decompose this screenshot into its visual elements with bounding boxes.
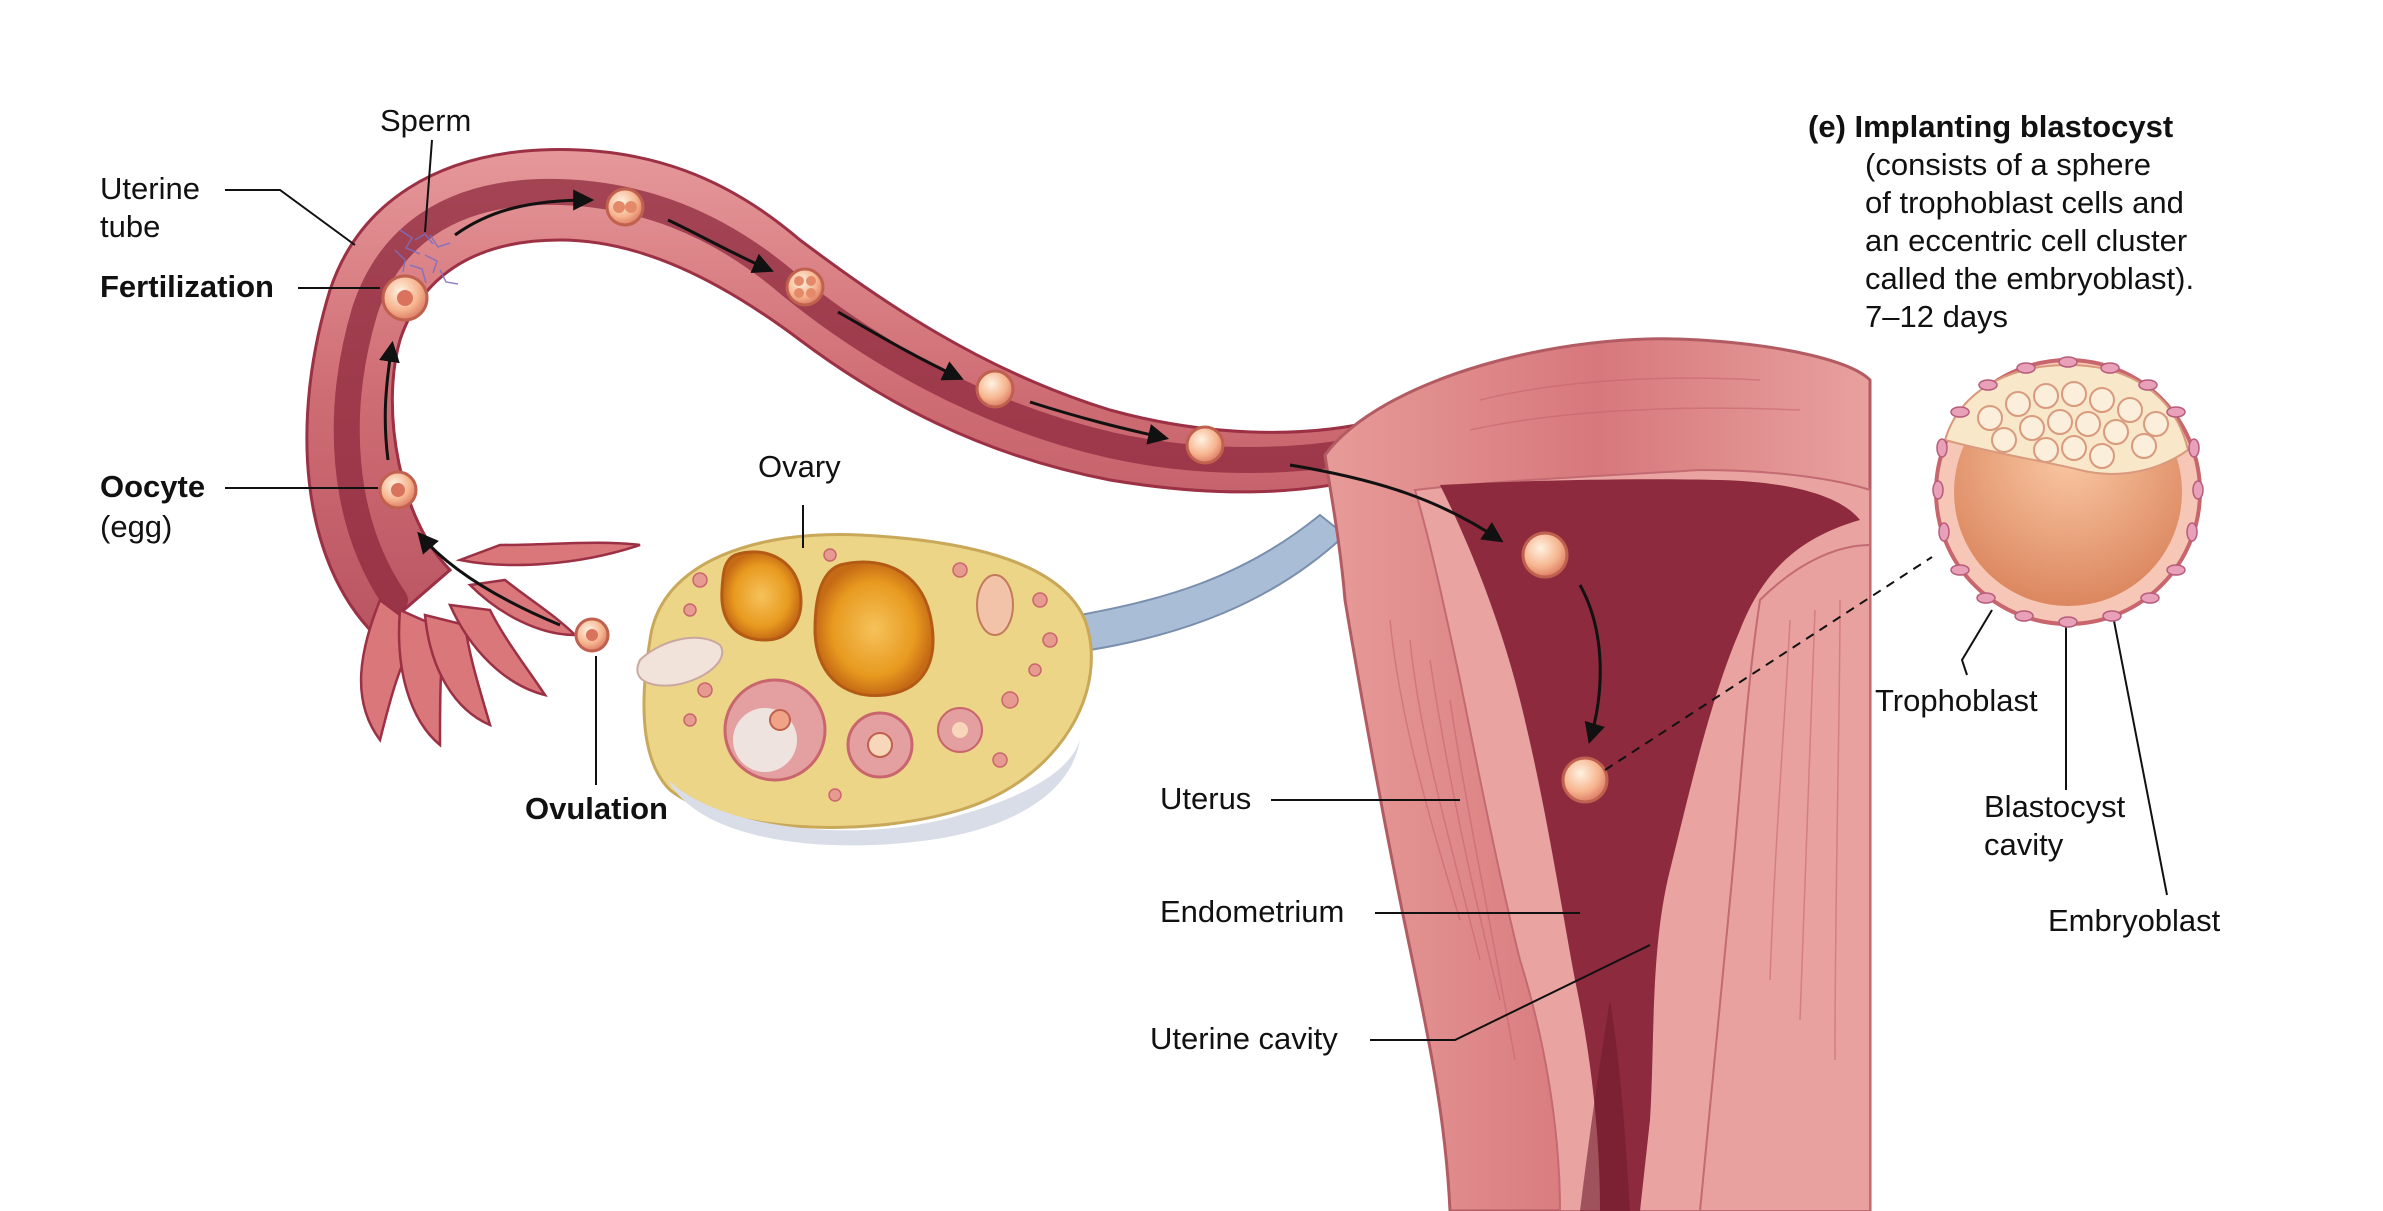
caption-line-1: (consists of a sphere (1865, 147, 2152, 182)
early-blastocyst (1521, 531, 1569, 579)
label-uterine-tube-line2: tube (100, 209, 161, 244)
blastocyst-detail (1932, 356, 2204, 628)
caption-title: (e) Implanting blastocyst (1808, 109, 2174, 144)
label-oocyte: Oocyte (100, 469, 206, 504)
caption-line-2: of trophoblast cells and (1865, 185, 2184, 220)
four-cell (785, 267, 825, 307)
label-uterine-tube-line1: Uterine (100, 171, 200, 206)
embryo-stages (378, 187, 1609, 804)
label-uterine-cavity: Uterine cavity (1150, 1021, 1338, 1056)
uterine-tube-lumen (333, 178, 1398, 613)
label-fertilization: Fertilization (100, 269, 274, 304)
sperm-cluster (394, 229, 459, 285)
caption-line-3: an eccentric cell cluster (1865, 223, 2188, 258)
label-blastocyst-cavity-line1: Blastocyst (1984, 789, 2126, 824)
morula (1185, 425, 1225, 465)
label-ovary: Ovary (758, 449, 841, 484)
label-embryoblast: Embryoblast (2048, 903, 2221, 938)
label-blastocyst-cavity-line2: cavity (1984, 827, 2064, 862)
blastocyst-caption: (e) Implanting blastocyst (consists of a… (1808, 108, 2194, 336)
label-uterus: Uterus (1160, 781, 1252, 816)
uterine-cavity (1440, 479, 1860, 1211)
corpus-small (976, 574, 1014, 636)
follicle-medium (720, 550, 803, 642)
ovarian-ligament (1078, 513, 1347, 652)
morula-early (975, 369, 1015, 409)
implanting-blastocyst (1561, 756, 1609, 804)
caption-line-5: 7–12 days (1865, 299, 2009, 334)
ovary (636, 532, 1093, 846)
label-endometrium: Endometrium (1160, 894, 1345, 929)
pathway-arrows (379, 189, 1605, 745)
caption-line-4: called the embryoblast). (1865, 261, 2195, 296)
fimbriae (359, 541, 641, 748)
label-ovulation: Ovulation (525, 791, 668, 826)
follicle-large (813, 560, 935, 698)
label-egg: (egg) (100, 509, 173, 544)
label-sperm: Sperm (380, 103, 472, 138)
label-trophoblast: Trophoblast (1875, 683, 2038, 718)
leader-lines (225, 139, 2168, 1041)
